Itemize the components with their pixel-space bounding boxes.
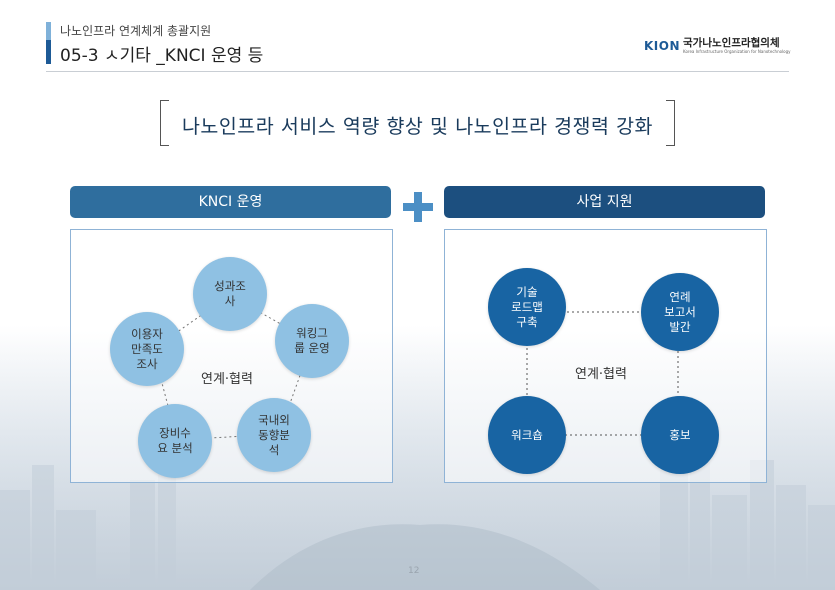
right-node-promotion: 홍보 xyxy=(641,396,719,474)
left-node-trend-analysis: 국내외 동향분 석 xyxy=(237,398,311,472)
headline-box: 나노인프라 서비스 역량 향상 및 나노인프라 경쟁력 강화 xyxy=(160,100,675,146)
plus-icon xyxy=(403,192,433,222)
logo-name: 국가나노인프라협의체 xyxy=(683,37,780,49)
headline-text: 나노인프라 서비스 역량 향상 및 나노인프라 경쟁력 강화 xyxy=(181,115,653,138)
right-node-annual-report: 연례 보고서 발간 xyxy=(641,273,719,351)
right-node-tech-roadmap: 기술 로드맵 구축 xyxy=(488,268,566,346)
bracket-right xyxy=(666,100,675,146)
left-node-working-group: 워킹그 룹 운영 xyxy=(275,304,349,378)
business-support-header: 사업 지원 xyxy=(444,186,765,218)
logo-subtitle: Korea Infrastructure Organization for Na… xyxy=(683,49,791,54)
right-node-workshop: 워크숍 xyxy=(488,396,566,474)
left-center-label: 연계·협력 xyxy=(201,372,253,387)
header-accent-bar xyxy=(46,22,51,64)
left-node-performance-survey: 성과조 사 xyxy=(193,257,267,331)
knci-operation-header: KNCI 운영 xyxy=(70,186,391,218)
left-node-equipment-demand: 장비수 요 분석 xyxy=(138,404,212,478)
kion-logo: KION 국가나노인프라협의체 Korea Infrastructure Org… xyxy=(644,37,791,55)
logo-brand: KION xyxy=(644,39,681,53)
bracket-left xyxy=(160,100,169,146)
header-subtitle: 나노인프라 연계체계 총괄지원 xyxy=(60,24,212,38)
right-center-label: 연계·협력 xyxy=(575,367,627,382)
page-number: 12 xyxy=(408,566,420,576)
left-node-user-satisfaction: 이용자 만족도 조사 xyxy=(110,312,184,386)
page-title: 05-3 ㅅ기타 _KNCI 운영 등 xyxy=(60,46,264,66)
header-divider xyxy=(46,71,789,72)
